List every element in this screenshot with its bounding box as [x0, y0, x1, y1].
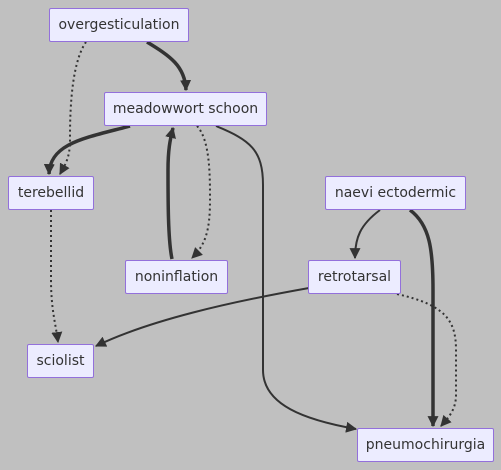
edge-terebellid-to-sciolist — [50, 210, 63, 344]
node-meadowwort-schoon[interactable]: meadowwort schoon — [104, 92, 267, 126]
edge-meadowwort-schoon-to-pneumochirurgia — [215, 125, 358, 433]
node-terebellid[interactable]: terebellid — [8, 176, 94, 210]
edge-overgesticulation-to-meadowwort-schoon — [146, 40, 192, 92]
node-retrotarsal[interactable]: retrotarsal — [308, 260, 401, 294]
edge-retrotarsal-to-sciolist — [95, 287, 310, 347]
edge-meadowwort-schoon-to-terebellid — [43, 124, 131, 176]
node-sciolist[interactable]: sciolist — [27, 344, 94, 378]
node-naevi-ectodermic[interactable]: naevi ectodermic — [325, 176, 466, 210]
node-overgesticulation[interactable]: overgesticulation — [49, 8, 189, 42]
node-noninflation[interactable]: noninflation — [125, 260, 228, 294]
node-pneumochirurgia[interactable]: pneumochirurgia — [357, 428, 494, 462]
edge-meadowwort-schoon-to-noninflation — [191, 125, 212, 259]
edge-overgesticulation-to-terebellid — [59, 41, 87, 175]
edge-retrotarsal-to-pneumochirurgia — [396, 293, 457, 427]
edge-naevi-ectodermic-to-pneumochirurgia — [408, 208, 439, 428]
edge-noninflation-to-meadowwort-schoon — [165, 126, 176, 260]
edge-naevi-ectodermic-to-retrotarsal — [349, 209, 381, 260]
